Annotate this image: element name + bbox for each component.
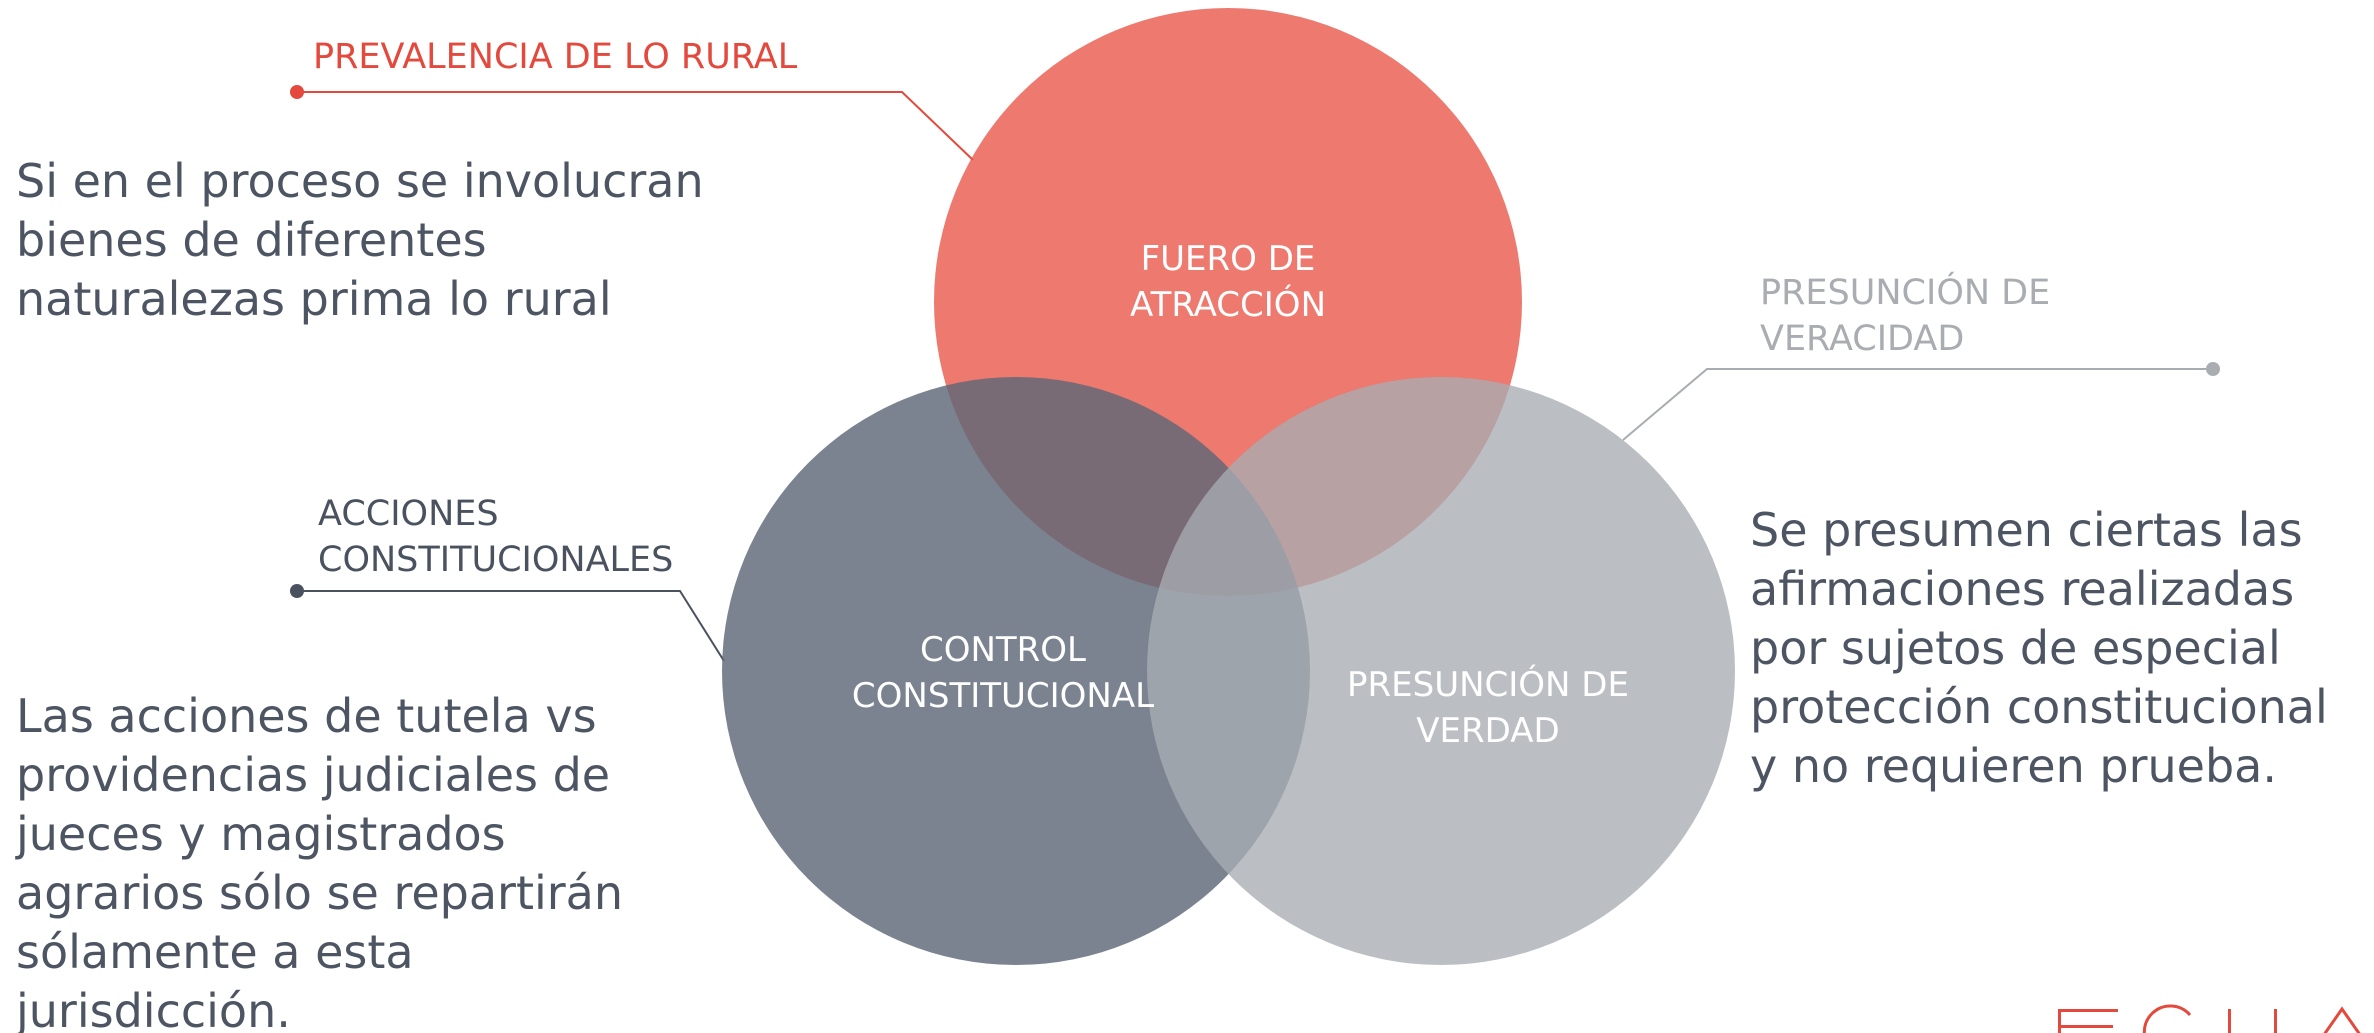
prevalencia-body: Si en el proceso se involucran bienes de… [16, 154, 704, 326]
acciones-connector-dot [290, 584, 304, 598]
veracidad-body: Se presumen ciertas las afirmaciones rea… [1750, 503, 2328, 793]
circle-presuncion-de-verdad [1147, 377, 1735, 965]
veracidad-connector-line [1622, 368, 2213, 441]
circle-control-constitucional [722, 377, 1310, 965]
acciones-connector-line [297, 590, 725, 662]
presuncion-de-verdad-label: PRESUNCIÓN DE VERDAD [1347, 665, 1629, 751]
fuero-de-atraccion-label: FUERO DE ATRACCIÓN [1130, 239, 1326, 325]
acciones-body: Las acciones de tutela vs providencias j… [16, 689, 624, 1033]
control-constitucional-label: CONTROL CONSTITUCIONAL [851, 630, 1155, 716]
veracidad-connector-dot [2206, 362, 2220, 376]
prevalencia-connector-dot [290, 85, 304, 99]
prevalencia-title: PREVALENCIA DE LO RURAL [313, 37, 798, 77]
acciones-title: ACCIONES CONSTITUCIONALES [318, 494, 674, 580]
prevalencia-connector-line [297, 91, 974, 161]
logo-mark [2058, 1004, 2361, 1033]
logo-fragment [2052, 1003, 2374, 1033]
veracidad-title: PRESUNCIÓN DE VERACIDAD [1760, 273, 2051, 359]
